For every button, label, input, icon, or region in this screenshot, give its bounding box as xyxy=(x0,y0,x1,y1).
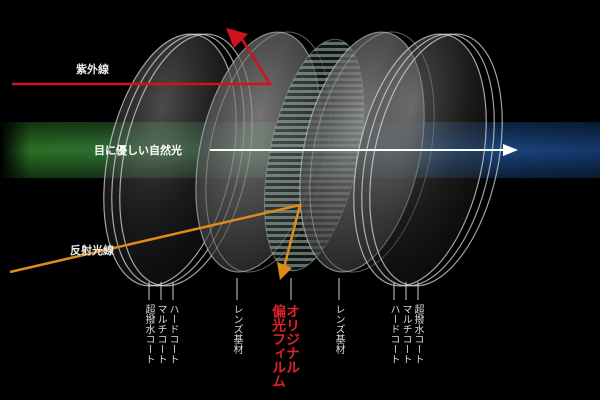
right-super-water-repellent-coat-label: 超撥水コート xyxy=(412,304,423,364)
reflected-light-label: 反射光線 xyxy=(70,244,114,257)
reflected-light-arrowhead xyxy=(277,262,292,280)
reflected-light-arrow xyxy=(9,203,302,274)
left-lens-base-label: レンズ基材 xyxy=(231,304,242,354)
right-coating-lenses xyxy=(353,33,503,287)
natural-light-label: 目に優しい自然光 xyxy=(94,144,182,157)
uv-arrowhead xyxy=(226,28,248,48)
original-film-label-line2: 偏光フィルム xyxy=(270,304,286,388)
right-multi-coat-label: マルチコート xyxy=(400,304,411,364)
left-super-water-repellent-coat-label: 超撥水コート xyxy=(143,304,154,364)
uv-label: 紫外線 xyxy=(76,63,109,76)
original-film-label-line1: オリジナル xyxy=(284,304,300,374)
right-lens-base-label: レンズ基材 xyxy=(333,304,344,354)
left-hard-coat-label: ハードコート xyxy=(167,304,178,364)
left-multi-coat-label: マルチコート xyxy=(155,304,166,364)
layer-pointer-lines xyxy=(148,278,419,300)
right-hard-coat-label: ハードコート xyxy=(388,304,399,364)
natural-light-arrowhead xyxy=(503,144,518,156)
uv-arrow xyxy=(12,35,273,86)
